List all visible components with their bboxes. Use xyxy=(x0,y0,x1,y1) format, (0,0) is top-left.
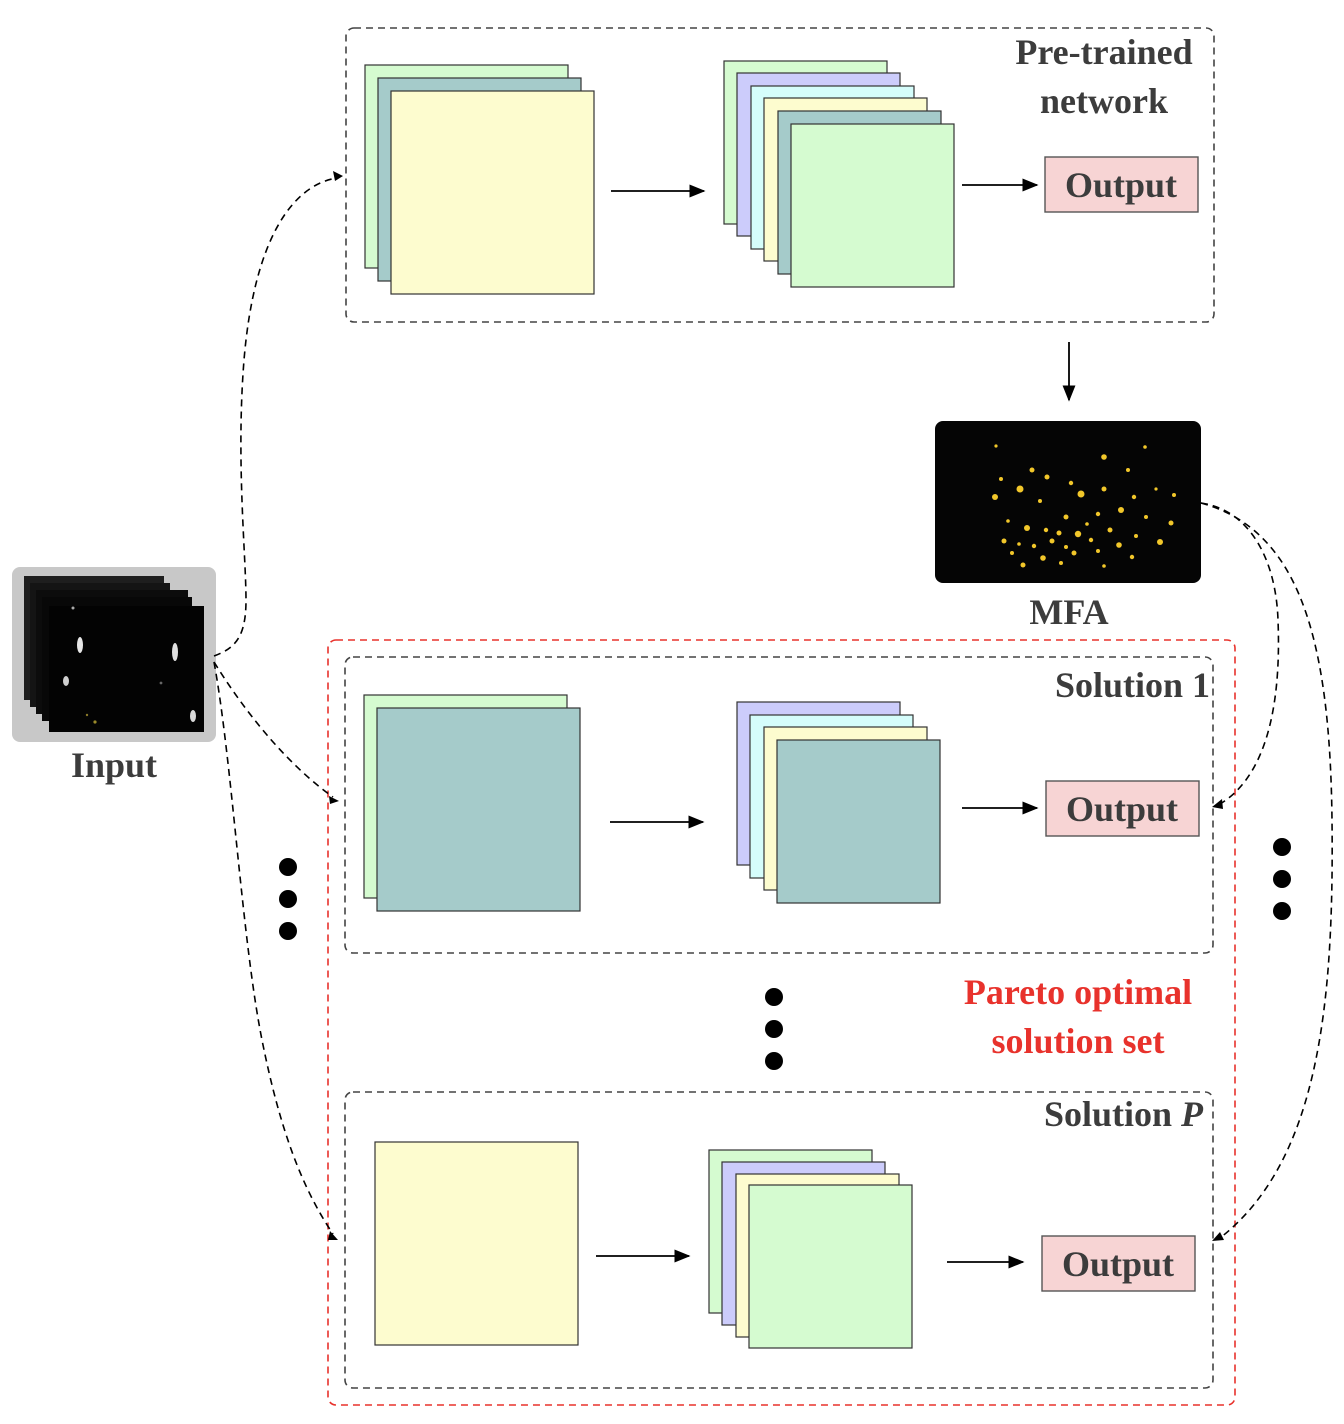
mfa-to-solution-1-connector xyxy=(1200,502,1280,805)
solution-p-variable: P xyxy=(1180,1094,1204,1134)
input-image xyxy=(12,567,216,742)
pretrained-title-line2: network xyxy=(1040,81,1168,121)
solution-1-hidden-feature-stack xyxy=(736,701,941,904)
solution-p-input-feature xyxy=(374,1141,579,1346)
input-to-pretrained-connector xyxy=(213,177,338,657)
connector-arrowheads xyxy=(328,171,1224,1241)
solution-p-word: Solution xyxy=(1044,1094,1181,1134)
pretrained-network-frame xyxy=(345,27,1215,323)
input-to-solution-p-connector xyxy=(213,661,334,1235)
vertical-ellipsis-icon xyxy=(765,988,783,1070)
solution-p-frame xyxy=(344,1091,1214,1389)
mfa-to-solution-p-connector xyxy=(1200,502,1333,1239)
dashed-connectors xyxy=(213,177,1333,1239)
solution-p-block: Output Solution P xyxy=(344,1091,1214,1389)
pretrained-hidden-feature-stack xyxy=(723,60,955,288)
grayscale-image-stack-icon xyxy=(24,576,204,732)
pretrained-output-label: Output xyxy=(1065,165,1177,205)
pretrained-title-line1: Pre-trained xyxy=(1015,32,1192,72)
input-to-solution-1-connector xyxy=(213,661,334,798)
solution-1-title: Solution 1 xyxy=(1055,665,1210,705)
mfa-label: MFA xyxy=(1029,592,1108,632)
solution-p-hidden-feature-stack xyxy=(708,1149,913,1349)
pretrained-output-box: Output xyxy=(1044,156,1199,213)
solution-1-frame xyxy=(344,656,1214,954)
pretrained-input-feature-stack xyxy=(364,64,595,295)
solution-p-title: Solution P xyxy=(1044,1094,1204,1134)
vertical-ellipsis-icon xyxy=(279,858,297,940)
pareto-title-line1: Pareto optimal xyxy=(964,972,1192,1012)
solution-1-output-label: Output xyxy=(1066,789,1178,829)
pareto-title-line2: solution set xyxy=(991,1021,1164,1061)
attention-heatmap-icon xyxy=(992,444,1176,568)
solution-p-output-box: Output xyxy=(1041,1235,1196,1292)
solution-1-input-feature-stack xyxy=(363,694,581,912)
pretrained-network-block: Output Pre-trained network xyxy=(345,27,1215,323)
solution-1-output-box: Output xyxy=(1045,780,1200,837)
input-label: Input xyxy=(71,745,157,785)
solution-1-block: Output Solution 1 xyxy=(344,656,1214,954)
mfa-image xyxy=(935,421,1201,583)
vertical-ellipsis-icon xyxy=(1273,838,1291,920)
solution-p-output-label: Output xyxy=(1062,1244,1174,1284)
pareto-set-frame xyxy=(327,639,1236,1406)
